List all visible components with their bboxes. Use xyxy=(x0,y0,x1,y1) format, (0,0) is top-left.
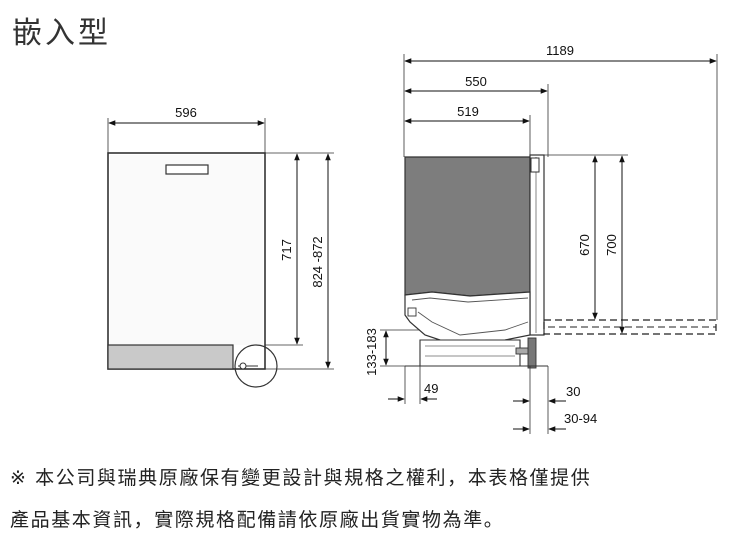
dim-plinth-offset: 49 xyxy=(424,381,438,396)
dim-front-height: 717 xyxy=(279,239,294,261)
dim-door-gap: 30 xyxy=(566,384,580,399)
front-plinth xyxy=(107,344,234,370)
front-handle xyxy=(165,164,209,175)
dim-side-total-depth: 1189 xyxy=(546,43,574,58)
detail-circle xyxy=(234,344,278,388)
front-view: 596 717 824 -872 xyxy=(107,105,334,388)
front-panel-shade xyxy=(110,155,263,345)
dim-side-depth: 550 xyxy=(465,74,487,89)
page-title: 嵌入型 xyxy=(12,16,111,51)
dim-front-width: 596 xyxy=(175,105,197,120)
dim-plinth-height: 133-183 xyxy=(364,328,379,376)
disclaimer-line-1: ※ 本公司與瑞典原廠保有變更設計與規格之權利，本表格僅提供 xyxy=(10,467,592,489)
side-view: 1189 550 519 670 700 133-183 49 30 xyxy=(364,43,718,434)
dim-front-niche-height: 824 -872 xyxy=(310,236,325,287)
dim-side-height-inner: 670 xyxy=(577,234,592,256)
dim-door-gap-range: 30-94 xyxy=(564,411,597,426)
side-plinth xyxy=(419,339,521,367)
disclaimer-line-2: 產品基本資訊，實際規格配備請依原廠出貨實物為準。 xyxy=(10,509,505,531)
dim-side-body-depth: 519 xyxy=(457,104,479,119)
side-base xyxy=(404,291,531,346)
side-body xyxy=(404,156,531,297)
dim-side-height: 700 xyxy=(604,234,619,256)
side-door xyxy=(529,154,545,336)
